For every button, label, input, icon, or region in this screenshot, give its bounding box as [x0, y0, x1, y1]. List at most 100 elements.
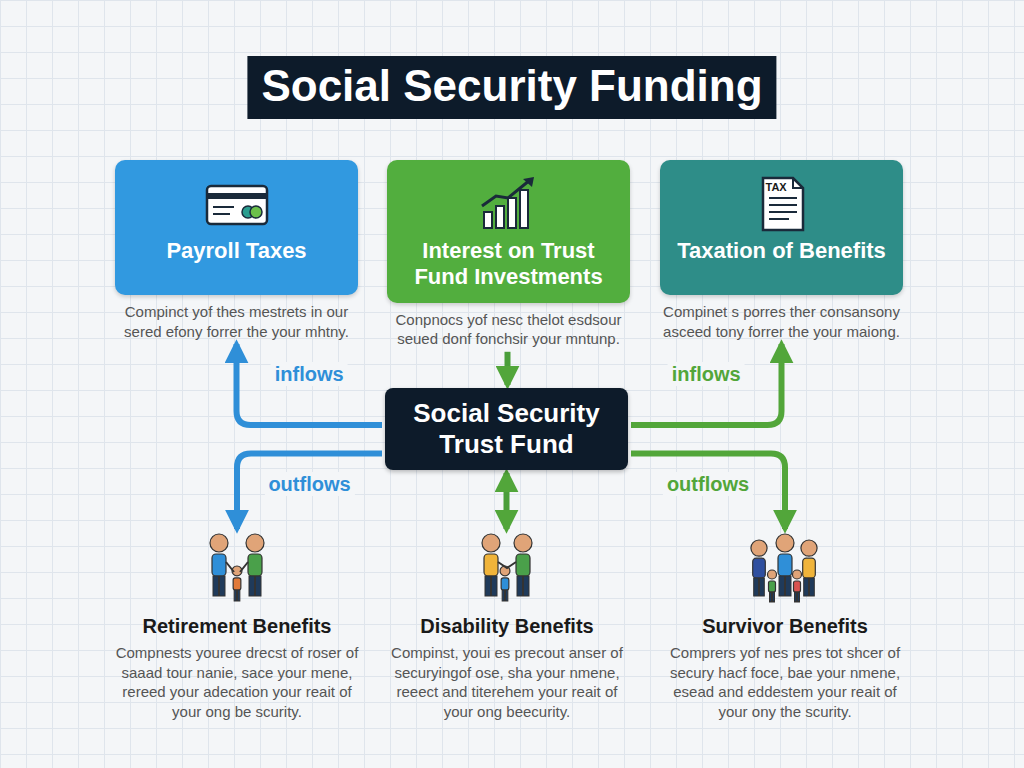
- node-heading: Taxation of Benefits: [677, 238, 886, 264]
- icon-part: [220, 576, 226, 596]
- node-heading: Retirement Benefits: [143, 614, 332, 638]
- icon-part: [793, 570, 802, 579]
- icon-part: [492, 576, 498, 596]
- icon-part: [773, 592, 775, 602]
- node-icon: [745, 532, 825, 608]
- node-icon: [197, 532, 277, 608]
- icon-part: [776, 534, 794, 552]
- icon-part: [482, 180, 530, 206]
- icon-part: [508, 198, 516, 228]
- icon-part: [517, 576, 523, 596]
- icon-part: [810, 578, 815, 596]
- icon-part: [754, 578, 759, 596]
- node-heading: Disability Benefits: [420, 614, 593, 638]
- icon-part: [213, 576, 219, 596]
- icon-part: [770, 592, 772, 602]
- icon-part: [234, 590, 236, 601]
- icon-part: [769, 218, 789, 220]
- node-heading: Survivor Benefits: [702, 614, 868, 638]
- flow-arrow: [631, 454, 785, 529]
- icon-part: [238, 590, 240, 601]
- icon-part: [769, 204, 797, 206]
- node-description: Compinct yof thes mestrets in our sered …: [115, 302, 358, 341]
- icon-part: [778, 554, 792, 576]
- source-box: Payroll Taxes: [115, 160, 358, 295]
- taxation-node: TAX Taxation of BenefitsCompinet s porres…: [660, 160, 903, 341]
- diagram-title: Social Security Funding: [247, 56, 776, 119]
- icon-part: [501, 578, 509, 590]
- icon-part: [207, 193, 267, 199]
- icon-part: [803, 558, 816, 578]
- icon-part: [786, 576, 792, 596]
- icon-part: [523, 177, 534, 187]
- node-description: Conpnocs yof nesc thelot esdsour seued d…: [387, 310, 630, 349]
- node-icon: [467, 532, 547, 608]
- icon-part: [769, 197, 797, 199]
- source-box: Interest on Trust Fund Investments: [387, 160, 630, 303]
- survivor-family-icon: [745, 532, 825, 608]
- icon-part: [793, 178, 803, 188]
- icon-part: [248, 554, 262, 576]
- flow-label: inflows: [668, 362, 745, 386]
- icon-part: [496, 206, 504, 228]
- payroll-taxes-node: Payroll TaxesCompinct yof thes mestrets …: [115, 160, 358, 341]
- icon-part: [213, 213, 230, 215]
- icon-part: [795, 592, 797, 602]
- icon-part: [485, 576, 491, 596]
- trust-fund-node: Social Security Trust Fund: [385, 388, 628, 470]
- icon-part: [249, 576, 255, 596]
- icon-part: [524, 576, 530, 596]
- icon-part: [213, 206, 234, 208]
- retirement-node: Retirement BenefitsCompnests youree drec…: [112, 532, 362, 721]
- icon-part: [760, 578, 765, 596]
- icon-part: [763, 178, 803, 230]
- icon-part: [768, 570, 777, 579]
- node-heading: Payroll Taxes: [166, 238, 306, 264]
- disability-people-icon: [467, 532, 547, 608]
- flow-label: inflows: [271, 362, 348, 386]
- icon-part: [516, 554, 530, 576]
- icon-part: [498, 562, 516, 568]
- retirement-people-icon: [197, 532, 277, 608]
- node-icon: TAX: [747, 176, 817, 232]
- source-box: TAX Taxation of Benefits: [660, 160, 903, 295]
- icon-part: [212, 554, 226, 576]
- flow-label: outflows: [663, 472, 753, 496]
- survivor-node: Survivor BenefitsComprers yof nes pres t…: [660, 532, 910, 721]
- node-description: Compinst, youi es precout anser of secur…: [382, 643, 632, 721]
- icon-part: [210, 534, 228, 552]
- flow-arrow: [631, 344, 782, 425]
- icon-part: [514, 534, 532, 552]
- flow-arrow: [237, 454, 382, 529]
- icon-part: [779, 576, 785, 596]
- icon-part: [769, 581, 776, 592]
- icon-part: [798, 592, 800, 602]
- chart-icon: [474, 176, 544, 232]
- node-description: Compnests youree drecst of roser of saaa…: [112, 643, 362, 721]
- flow-label: outflows: [264, 472, 354, 496]
- interest-node: Interest on Trust Fund InvestmentsConpno…: [387, 160, 630, 349]
- icon-part: [482, 534, 500, 552]
- icon-part: [256, 576, 262, 596]
- icon-part: [502, 590, 504, 601]
- icon-part: [804, 578, 809, 596]
- flow-arrow: [504, 473, 510, 529]
- card-icon: [202, 176, 272, 232]
- flow-arrow: [505, 352, 511, 385]
- icon-part: [520, 190, 528, 228]
- disability-node: Disability BenefitsCompinst, youi es pre…: [382, 532, 632, 721]
- icon-part: [751, 540, 767, 556]
- node-description: Comprers yof nes pres tot shcer of secur…: [660, 643, 910, 721]
- flow-arrow: [237, 344, 383, 425]
- icon-part: [207, 186, 267, 224]
- icon-part: [794, 581, 801, 592]
- icon-part: [246, 534, 264, 552]
- icon-part: [250, 206, 262, 218]
- icon-part: [506, 590, 508, 601]
- icon-part: [484, 554, 498, 576]
- node-description: Compinet s porres ther consansony asceed…: [660, 302, 903, 341]
- icon-part: [226, 562, 248, 572]
- node-heading: Interest on Trust Fund Investments: [397, 238, 620, 291]
- icon-part: [484, 212, 492, 228]
